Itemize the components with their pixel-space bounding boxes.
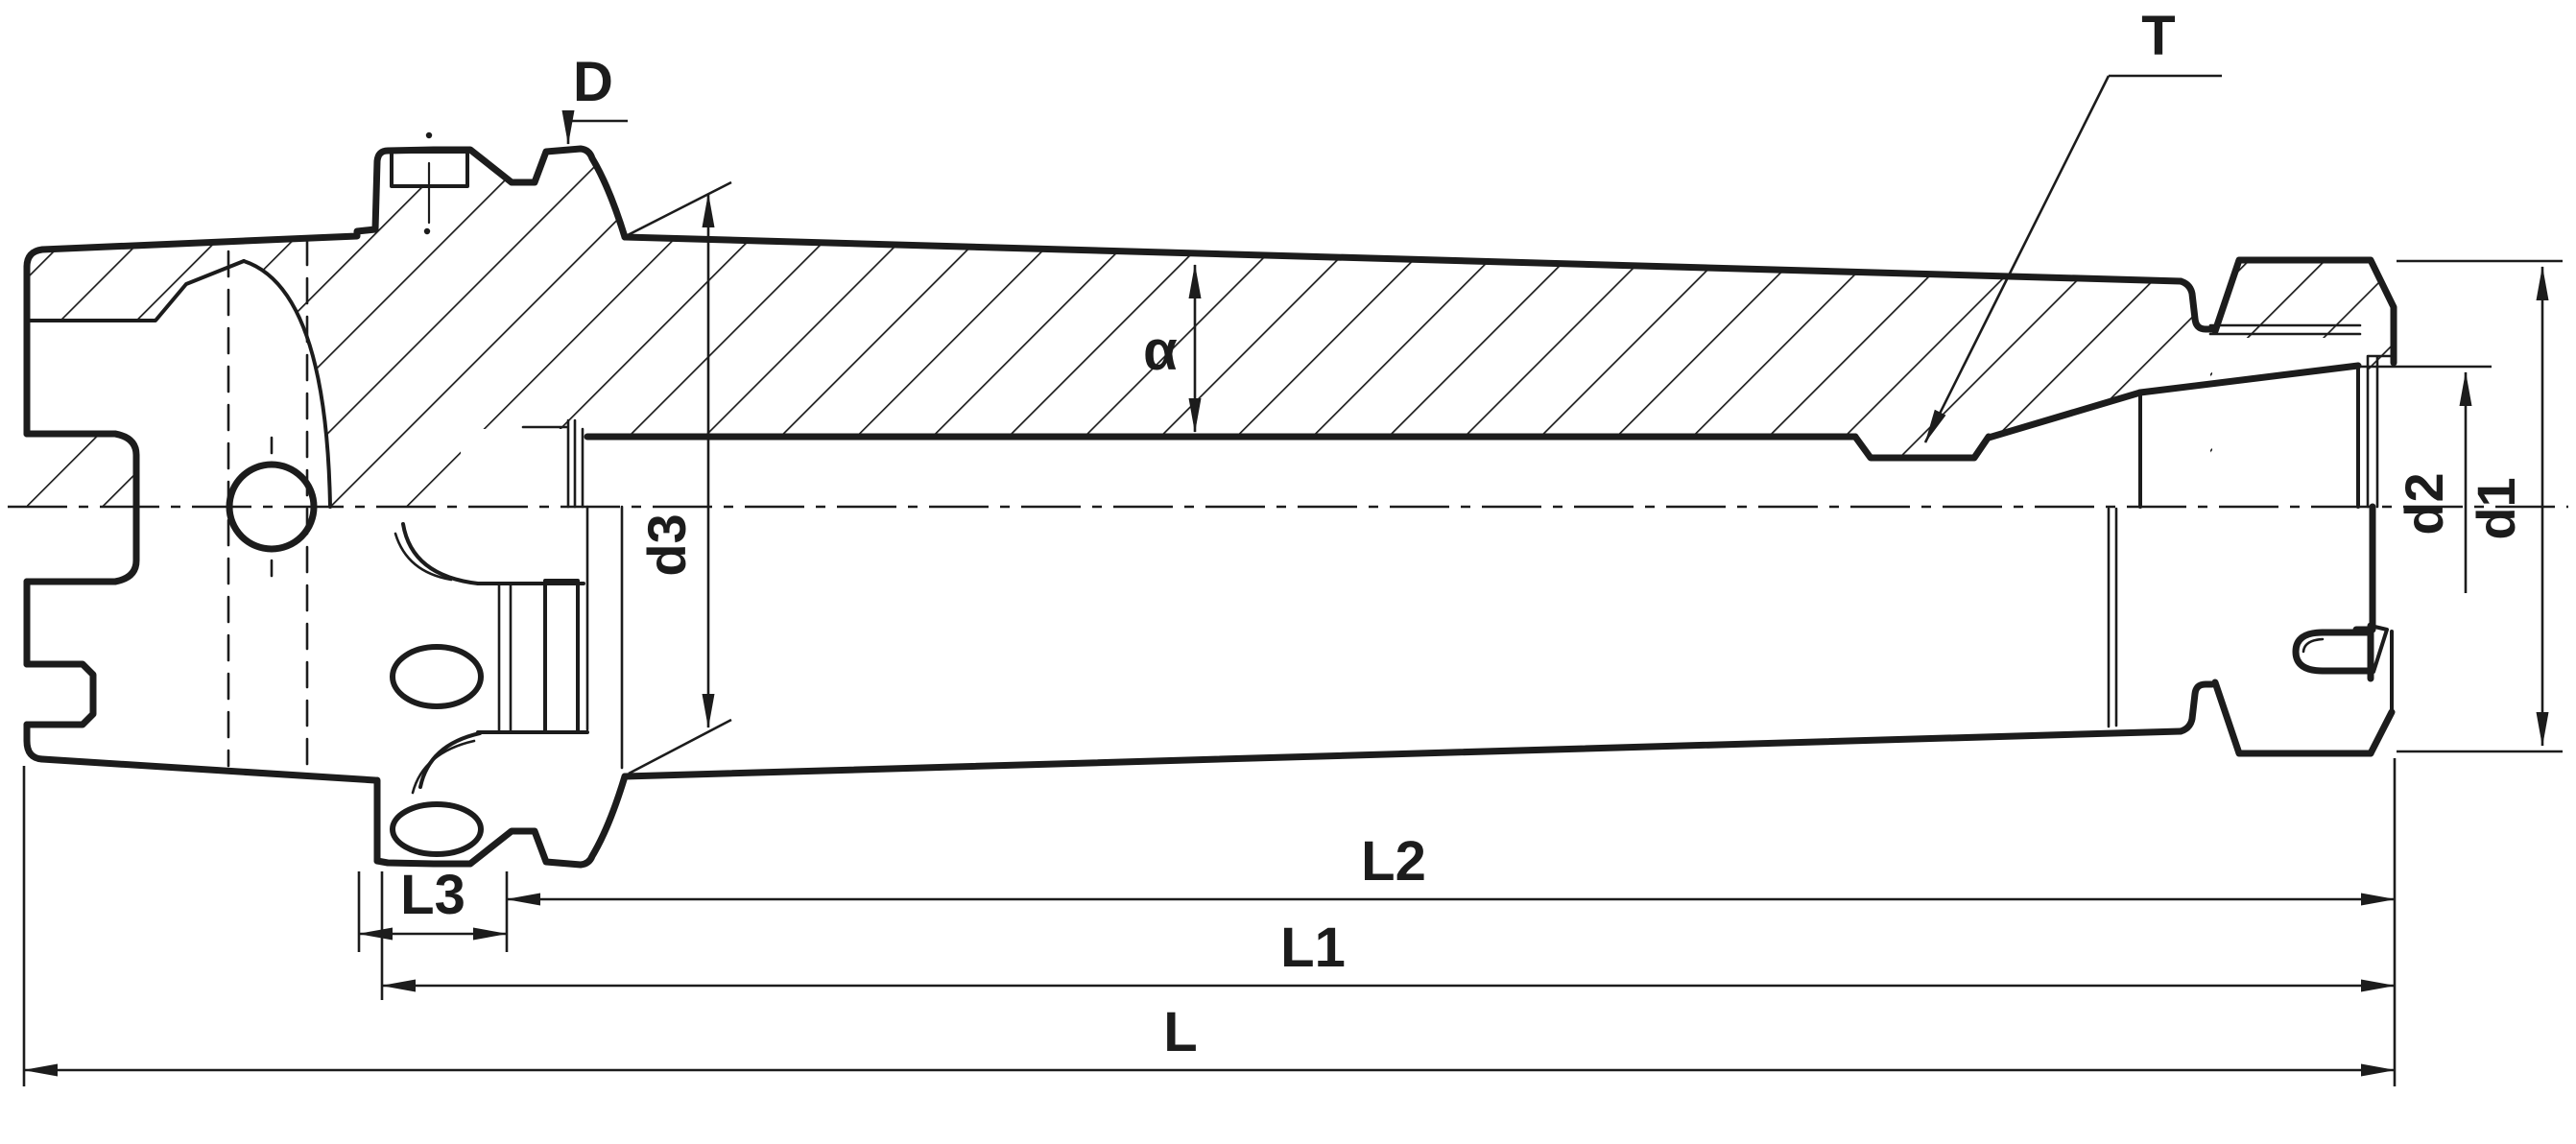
shank-cavity-wall-line	[25, 259, 246, 322]
taper-bottom-edge	[621, 727, 2184, 780]
dimension-d1	[2397, 259, 2563, 753]
label-d3: d3	[636, 513, 697, 576]
label-d2: d2	[2394, 472, 2454, 535]
label-d1: d1	[2466, 477, 2526, 539]
dimensions	[22, 74, 2563, 1086]
shank-bottom-edge	[38, 755, 379, 784]
taper-end-step-bottom	[2177, 680, 2216, 735]
spanner-slot	[2292, 629, 2374, 675]
collet-nose-bottom	[2352, 503, 2376, 633]
spanner-slot-inner-arc	[2302, 637, 2325, 654]
label-L1: L1	[1280, 917, 1346, 979]
taper-body	[521, 233, 2216, 780]
t-leader-arrow	[1923, 75, 2111, 443]
label-L2: L2	[1361, 830, 1426, 893]
shank-cavity-opening-bottom	[23, 503, 140, 585]
collet-slot-lines	[2366, 354, 2393, 509]
dimension-labels: D T α d3 d2 d1 L3 L2 L1 L	[400, 5, 2526, 1063]
spanner-slot-wedge	[2369, 624, 2389, 674]
hsk-shank	[23, 226, 379, 784]
taper-end-relief-lines	[2107, 507, 2118, 728]
collet-cone-line	[2136, 362, 2362, 396]
center-dot-top	[425, 131, 433, 139]
shank-top-edge	[23, 226, 379, 271]
taper-end-step-top	[2177, 277, 2216, 333]
flange-drive-slot-ellipse-2	[390, 801, 484, 857]
collet-seat-cone	[1985, 389, 2144, 441]
flange-groove-arc-lower-inner	[411, 739, 476, 795]
cutout-bore	[461, 334, 2210, 507]
dimension-L3	[357, 871, 509, 952]
flange-groove-arc-lower	[418, 731, 482, 789]
flange-right-face-lines	[585, 505, 624, 770]
taper-top-edge	[621, 233, 2184, 285]
dimension-L2	[506, 758, 2397, 1086]
shank-left-face-lower	[23, 578, 46, 763]
label-T: T	[2141, 5, 2175, 67]
nut-front-chamfer-bottom	[2367, 708, 2396, 757]
hatch-nut	[2213, 260, 2394, 369]
dimension-d3	[623, 180, 732, 775]
nut-thread-lines	[2208, 323, 2362, 336]
shank-drive-slot	[23, 660, 97, 728]
flange-groove-verticals	[497, 582, 513, 734]
nut-bottom-profile	[2211, 679, 2374, 757]
thread-groove	[1851, 433, 1992, 462]
flange-groove-arc-upper-inner	[394, 532, 453, 582]
flange-groove-lines	[476, 582, 589, 734]
flange-bottom-profile	[373, 773, 629, 869]
nut-top-profile	[2211, 256, 2397, 367]
shank-cavity-opening-top	[23, 430, 140, 511]
d3-extension-top	[623, 180, 732, 239]
flange-top-profile	[371, 145, 629, 241]
dimension-D	[561, 110, 628, 145]
flange	[371, 131, 629, 869]
flange-slot-block	[543, 579, 580, 734]
dimension-T	[1923, 74, 2222, 443]
center-dot-bottom	[423, 227, 431, 235]
flange-thread-verticals	[566, 418, 584, 509]
flange-drive-slot-ellipse-1	[390, 644, 484, 709]
dimension-L	[22, 766, 2396, 1086]
label-L3: L3	[400, 864, 465, 926]
dimension-L1	[380, 871, 2396, 1000]
collet-nut	[2136, 256, 2397, 757]
label-alpha: α	[1143, 320, 1178, 382]
flange-groove-arc-upper	[401, 522, 480, 585]
hatch-body	[375, 149, 2212, 507]
label-D: D	[573, 51, 613, 113]
dimension-d2	[2358, 365, 2492, 593]
label-L: L	[1163, 1001, 1197, 1063]
d3-extension-bottom	[628, 718, 732, 775]
